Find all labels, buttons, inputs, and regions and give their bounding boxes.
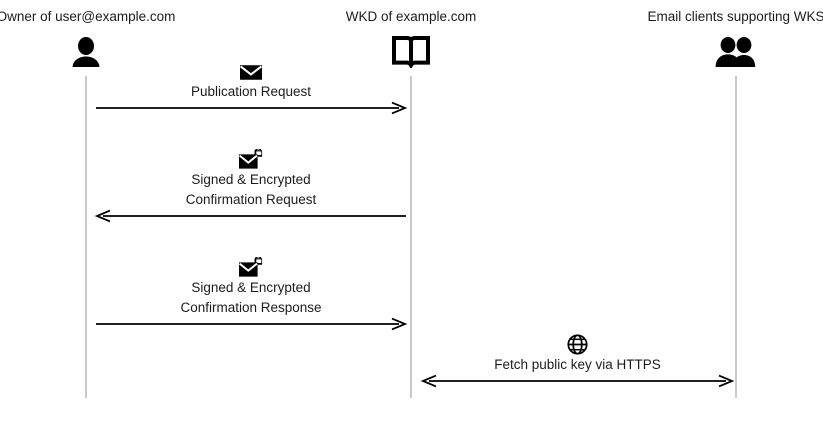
message-confirmation-request-line-1: Signed & Encrypted: [191, 172, 311, 187]
lifeline-owner: [85, 76, 87, 398]
message-publication-request-line-1: Publication Request: [190, 84, 312, 99]
arrow-publication-request: [96, 101, 408, 115]
message-confirmation-response-line-2: Confirmation Response: [180, 300, 322, 315]
envelope-lock-icon: [96, 256, 406, 278]
participant-clients[interactable]: Email clients supporting WKS: [586, 0, 823, 69]
arrow-confirmation-response: [96, 317, 408, 331]
message-fetch-public-key[interactable]: Fetch public key via HTTPS: [420, 333, 735, 388]
participant-wkd[interactable]: WKD of example.com: [261, 0, 561, 69]
globe-icon: [422, 333, 733, 355]
person-icon: [0, 35, 236, 69]
envelope-lock-icon: [96, 148, 406, 170]
arrow-confirmation-request: [94, 209, 406, 223]
arrow-fetch-public-key: [420, 374, 735, 388]
lifeline-clients: [735, 76, 737, 398]
message-confirmation-request-line-2: Confirmation Request: [185, 192, 317, 207]
envelope-icon: [96, 60, 406, 82]
message-confirmation-response-line-1: Signed & Encrypted: [191, 280, 311, 295]
participant-wkd-label: WKD of example.com: [345, 9, 477, 24]
message-confirmation-response[interactable]: Signed & Encrypted Confirmation Response: [96, 256, 408, 331]
message-fetch-public-key-line-1: Fetch public key via HTTPS: [494, 357, 661, 372]
participant-clients-label: Email clients supporting WKS: [647, 9, 823, 24]
book-icon: [261, 35, 561, 69]
people-icon: [586, 35, 823, 69]
message-publication-request[interactable]: Publication Request: [96, 60, 408, 115]
message-confirmation-request[interactable]: Signed & Encrypted Confirmation Request: [94, 148, 406, 223]
participant-owner-label: Owner of user@example.com: [0, 9, 176, 24]
lifeline-wkd: [410, 76, 412, 398]
participant-owner[interactable]: Owner of user@example.com: [0, 0, 236, 69]
